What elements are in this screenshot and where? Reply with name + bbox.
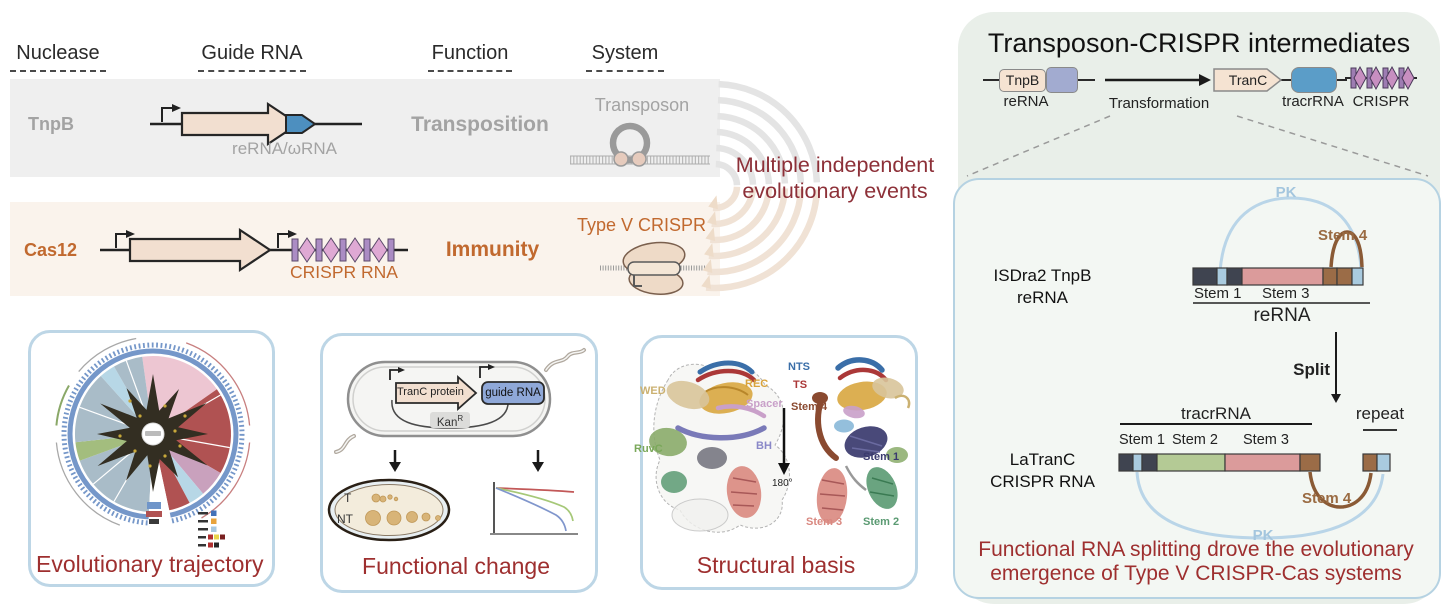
crrna-stem1-label: Stem 1 (1119, 432, 1165, 448)
tracrrna-gene-box (1291, 67, 1337, 93)
rna-splitting-graphics (1118, 196, 1397, 540)
result-arrows (389, 450, 544, 472)
zoom-connector-lines (966, 115, 1429, 177)
gene-diagram-tnpb (150, 101, 362, 147)
row-tnpb-rna-label: reRNA/ωRNA (232, 139, 337, 158)
crrna-stem3-label: Stem 3 (1243, 432, 1289, 448)
rerna-gene-label: reRNA (1003, 93, 1049, 110)
ts-label: TS (793, 379, 808, 391)
tranc-protein-label: TranC protein (397, 386, 464, 398)
row-tnpb-nuclease: TnpB (28, 114, 74, 134)
conclusion-line1: Functional RNA splitting drove the evolu… (978, 538, 1414, 561)
spacer-label: Spacer (746, 398, 783, 410)
row-cas12-function: Immunity (445, 238, 540, 261)
ruvc-label: RuvC (634, 443, 663, 455)
wed-label: WED (640, 385, 666, 397)
tracrrna-gene-label: tracrRNA (1282, 93, 1344, 110)
tree-legend (198, 510, 225, 548)
stem1-structure-label: Stem 1 (863, 451, 900, 463)
structural-caption: Structural basis (696, 552, 856, 578)
row-cas12-system: Type V CRISPR (576, 215, 707, 235)
stem3-structure-label: Stem 3 (806, 516, 843, 528)
transposon-loop-icon (570, 122, 710, 167)
pk-upper-label: PK (1275, 184, 1297, 201)
phylogenetic-tree (55, 337, 251, 548)
header-guide-rna: Guide RNA (198, 42, 306, 72)
kan-label: KanR (436, 414, 464, 429)
nt-row-label: NT (337, 512, 353, 526)
rerna-stem3-label: Stem 3 (1262, 285, 1310, 302)
bacterium-diagram (334, 348, 586, 454)
gene-diagram-cas12 (100, 227, 408, 273)
evolutionary-waves (701, 80, 821, 292)
header-system: System (586, 42, 664, 72)
header-nuclease: Nuclease (10, 42, 106, 72)
petri-dish (327, 478, 451, 542)
crispr-array-intermediate (1345, 65, 1417, 91)
center-annotation-line2: evolutionary events (742, 179, 928, 203)
guide-rna-label: guide RNA (485, 387, 541, 399)
crispr-gene-label: CRISPR (1352, 93, 1410, 110)
tree-speckles (118, 399, 187, 468)
depletion-chart (490, 482, 578, 535)
latranc-name-line1: LaTranC (1009, 450, 1076, 469)
rerna-stem1-label: Stem 1 (1194, 285, 1242, 302)
isdra2-name-line2: reRNA (1016, 288, 1068, 307)
crrna-bar (1118, 453, 1391, 472)
conclusion-line2: emergence of Type V CRISPR-Cas systems (990, 562, 1402, 585)
row-tnpb-function: Transposition (411, 113, 549, 136)
tranc-gene-label: TranC (1228, 72, 1268, 88)
split-label: Split (1293, 360, 1330, 379)
bh-label: BH (756, 440, 772, 452)
row-cas12-rna-label: CRISPR RNA (290, 262, 398, 282)
type-v-crispr-icon (600, 241, 708, 295)
nts-label: NTS (788, 361, 810, 373)
wave-arrowheads (701, 195, 718, 289)
row-cas12-nuclease: Cas12 (24, 240, 78, 260)
t-row-label: T (344, 491, 352, 505)
center-annotation-line1: Multiple independent (735, 153, 935, 177)
functional-caption: Functional change (362, 553, 550, 579)
pk-lower-label: PK (1252, 527, 1274, 544)
row-tnpb-system: Transposon (594, 95, 690, 115)
waves-gray (715, 80, 821, 186)
colonies (365, 493, 441, 526)
stem2-structure-label: Stem 2 (863, 516, 900, 528)
rotation-label: 180° (772, 478, 793, 489)
crrna-tracrrna-label: tracrRNA (1181, 404, 1251, 423)
header-function: Function (428, 42, 512, 72)
tnpb-gene-box: TnpB (999, 69, 1046, 92)
evolutionary-caption: Evolutionary trajectory (36, 551, 264, 577)
crrna-stem2-label: Stem 2 (1172, 432, 1218, 448)
rerna-bar-label: reRNA (1253, 305, 1311, 326)
latranc-name-line2: CRISPR RNA (990, 472, 1095, 491)
stem4-structure-label: Stem 4 (791, 401, 828, 413)
waves-tan (705, 186, 821, 292)
rec-label: REC (745, 378, 769, 390)
crrna-repeat-label: repeat (1355, 404, 1405, 423)
isdra2-name-line1: ISDra2 TnpB (993, 266, 1092, 285)
stem4-lower-label: Stem 4 (1302, 490, 1352, 507)
structure-back-view (812, 357, 911, 524)
crispr-array-cas12 (291, 237, 395, 263)
protein-structures (649, 357, 911, 533)
intermediates-title: Transposon-CRISPR intermediates (987, 28, 1411, 58)
transformation-label: Transformation (1108, 95, 1210, 112)
structure-front-view (649, 360, 790, 533)
row-tnpb (10, 79, 720, 177)
rerna-bar (1192, 267, 1364, 286)
rerna-gene-box (1046, 67, 1078, 93)
stem4-upper-label: Stem 4 (1318, 227, 1368, 244)
